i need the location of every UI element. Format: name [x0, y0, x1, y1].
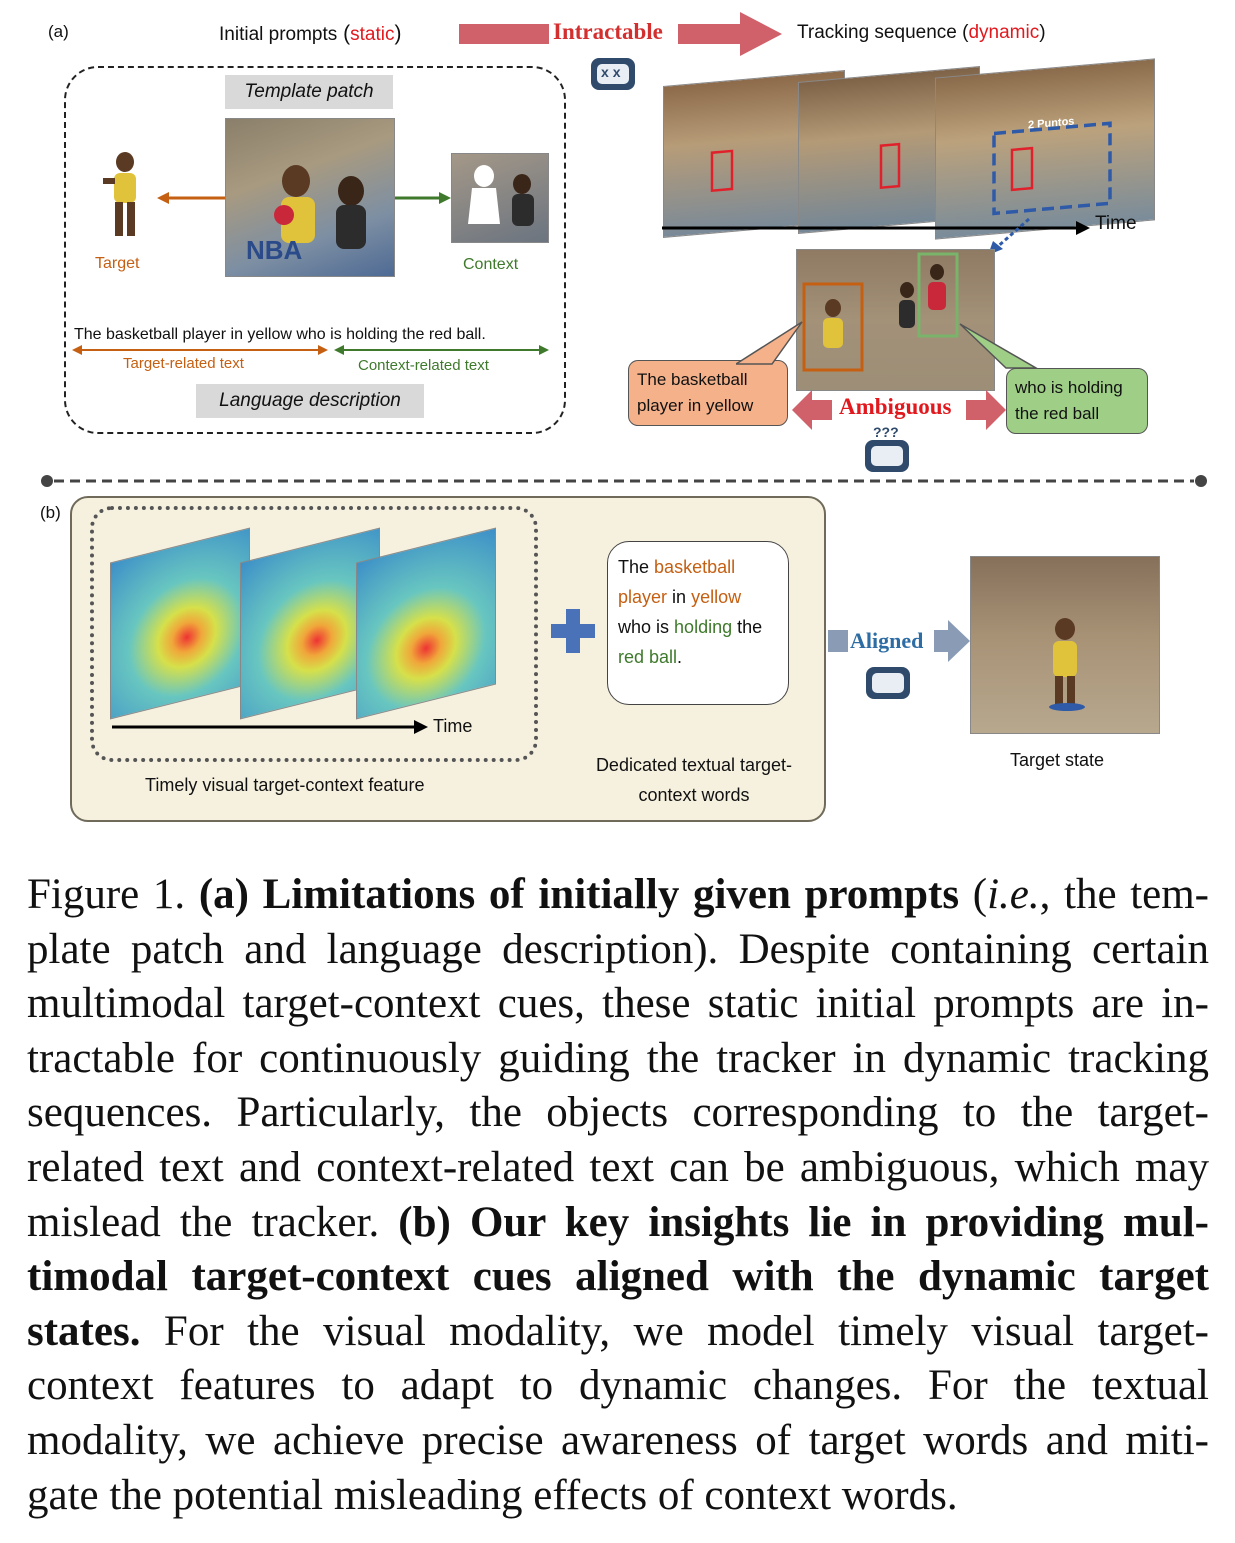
- caption-b-text: For the visual modality, we model timely…: [27, 1307, 1209, 1519]
- template-patch-image: NBA: [225, 118, 395, 277]
- target-bubble-line-1: The basketball: [637, 370, 748, 389]
- context-bubble-line-1: who is holding: [1015, 378, 1123, 397]
- dedicated-line-2: context words: [638, 785, 750, 805]
- context-bubble: who is holding the red ball: [1006, 368, 1148, 434]
- panel-b-tag: (b): [40, 503, 61, 522]
- context-label: Context: [463, 256, 519, 273]
- caption-paren: (: [959, 871, 988, 918]
- aligned-arrow: [828, 620, 970, 662]
- target-arrow: [157, 192, 225, 204]
- target-state-image: [970, 556, 1160, 734]
- visual-feature-box: [90, 506, 538, 762]
- intractable-arrow: [459, 12, 782, 56]
- dedicated-words-caption: Dedicated textual target- context words: [578, 750, 810, 810]
- word-basketball: basketball: [654, 557, 736, 577]
- word-yellow: yellow: [691, 587, 742, 607]
- ambiguous-arrow: [792, 390, 1006, 430]
- visual-feature-caption: Timely visual target-context feature: [145, 775, 425, 795]
- context-image: [451, 153, 549, 243]
- target-related-text-label: Target-related text: [123, 355, 244, 372]
- target-bubble-tail: [736, 321, 803, 365]
- word-period: .: [677, 647, 683, 667]
- textual-words-card: The basketball player in yellow who is h…: [607, 541, 789, 705]
- context-bubble-line-2: the red ball: [1015, 404, 1100, 423]
- target-label: Target: [95, 255, 140, 272]
- language-description-label: Language description: [196, 384, 424, 418]
- time-axis-a: [662, 221, 1090, 235]
- figure-1: (a) Initial prompts (static) Intractable…: [40, 12, 1207, 822]
- aligned-label: Aligned: [850, 628, 924, 653]
- figure-label: Figure 1.: [27, 871, 186, 918]
- tracking-frame-1: [663, 70, 845, 238]
- context-bubble-tail: [959, 323, 1038, 369]
- word-red-ball: red ball: [618, 647, 678, 667]
- word-the-2: the: [737, 617, 763, 637]
- template-patch-label: Template patch: [225, 75, 393, 109]
- tracking-frame-3: 2 Puntos: [935, 58, 1155, 240]
- tracking-frame-2: [798, 66, 980, 234]
- context-related-text-label: Context-related text: [358, 357, 489, 374]
- panel-a-tag: (a): [48, 22, 69, 41]
- word-holding: holding: [674, 617, 733, 637]
- dynamic-word: dynamic: [968, 22, 1040, 43]
- question-marks: ???: [873, 424, 899, 440]
- word-the: The: [618, 557, 650, 577]
- figure-caption: Figure 1. (a) Limitations of initially g…: [27, 868, 1209, 1523]
- initial-prompts-label: Initial prompts (static): [219, 22, 402, 45]
- sad-robot-icon: [865, 440, 909, 472]
- target-state-label: Target state: [1010, 750, 1105, 770]
- caption-a-text: , the tem-plate patch and language descr…: [27, 871, 1209, 1246]
- time-label-a: Time: [1095, 213, 1137, 234]
- target-bubble: The basketball player in yellow: [628, 360, 788, 426]
- time-axis-b: [112, 720, 428, 734]
- time-label-b: Time: [433, 716, 473, 736]
- svg-text:NBA: NBA: [246, 235, 303, 265]
- caption-a-bold: (a) Limitations of initially given promp…: [198, 871, 960, 918]
- plus-icon: [551, 609, 595, 653]
- intractable-label: Intractable: [553, 19, 663, 44]
- word-in: in: [672, 587, 687, 607]
- static-word: static: [350, 24, 395, 45]
- text-split-arrows: [72, 345, 549, 355]
- tracking-sequence-label: Tracking sequence (dynamic): [797, 22, 1046, 43]
- word-player: player: [618, 587, 668, 607]
- initial-prompts-text: Initial prompts: [219, 24, 338, 45]
- context-arrow: [395, 192, 451, 204]
- initial-prompts-box: [64, 66, 566, 434]
- dedicated-line-1: Dedicated textual target-: [595, 755, 793, 775]
- happy-robot-icon: [866, 667, 910, 699]
- panel-divider: [41, 475, 1207, 487]
- ambiguous-label: Ambiguous: [839, 394, 952, 419]
- target-bubble-line-2: player in yellow: [637, 396, 754, 415]
- caption-ie: i.e.: [987, 871, 1040, 918]
- language-sentence: The basketball player in yellow who is h…: [74, 326, 486, 343]
- tracking-sequence-text: Tracking sequence: [797, 22, 957, 43]
- zoomed-frame: [796, 249, 995, 391]
- puntos-label: 2 Puntos: [1028, 115, 1074, 131]
- confused-robot-icon: xx: [591, 58, 635, 90]
- target-figure: [103, 152, 136, 236]
- word-who-is: who is: [618, 617, 670, 637]
- caption-b-bold: (b) Our key insights lie in providing mu…: [27, 1198, 1209, 1355]
